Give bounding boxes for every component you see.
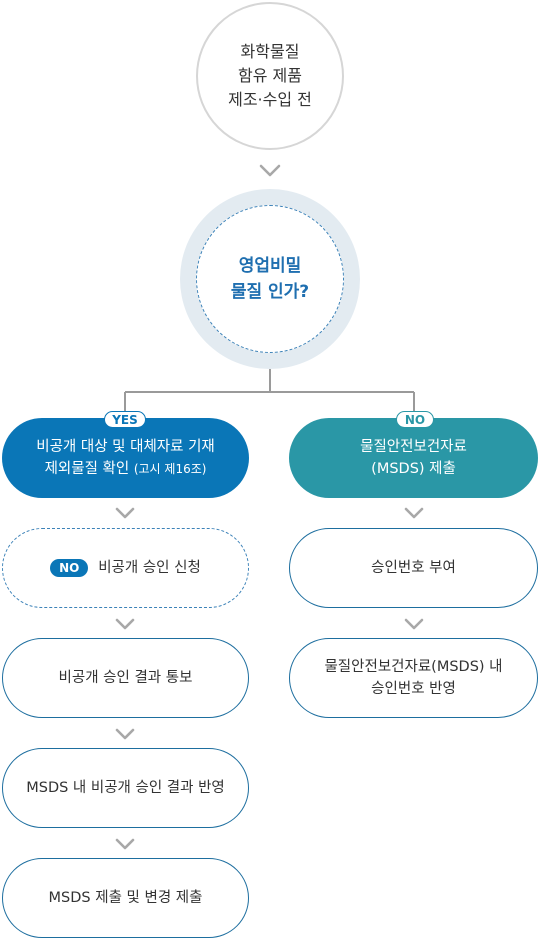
left-step5-label: MSDS 제출 및 변경 제출 (48, 890, 203, 906)
right-step2-box: 승인번호 부여 (289, 528, 538, 608)
split-connector (124, 369, 415, 412)
right-step1-line1: 물질안전보건자료 (360, 439, 467, 455)
left-step1-line2-main: 제외물질 확인 (44, 461, 130, 477)
right-step3-line1: 물질안전보건자료(MSDS) 내 (324, 659, 503, 675)
start-circle: 화학물질 함유 제품 제조·수입 전 (196, 2, 344, 150)
chevron-down-icon (404, 507, 424, 519)
left-step5-box: MSDS 제출 및 변경 제출 (2, 858, 249, 938)
chevron-down-icon (259, 164, 281, 177)
chevron-down-icon (115, 618, 135, 630)
right-step3-box: 물질안전보건자료(MSDS) 내 승인번호 반영 (289, 638, 538, 718)
chevron-down-icon (115, 728, 135, 740)
left-step2-box: NO 비공개 승인 신청 (2, 528, 249, 608)
left-step3-box: 비공개 승인 결과 통보 (2, 638, 249, 718)
chevron-down-icon (115, 507, 135, 519)
decision-line1: 영업비밀 (238, 256, 302, 276)
start-circle-line1: 화학물질 (240, 42, 300, 61)
no-badge-inline: NO (50, 559, 89, 577)
left-step1-box: 비공개 대상 및 대체자료 기재 제외물질 확인 (고시 제16조) (2, 418, 249, 498)
chevron-down-icon (115, 838, 135, 850)
left-step1-line2-small: (고시 제16조) (133, 462, 207, 476)
decision-circle: 영업비밀 물질 인가? (196, 205, 344, 353)
left-step1-line2: 제외물질 확인 (고시 제16조) (45, 458, 207, 480)
left-step2-label: 비공개 승인 신청 (98, 560, 201, 576)
left-step1-line1: 비공개 대상 및 대체자료 기재 (36, 439, 215, 455)
start-circle-line2: 함유 제품 (238, 66, 302, 85)
yes-badge: YES (104, 411, 146, 428)
left-step4-box: MSDS 내 비공개 승인 결과 반영 (2, 748, 249, 828)
right-step2-label: 승인번호 부여 (371, 560, 456, 576)
no-badge: NO (396, 411, 434, 428)
decision-line2: 물질 인가? (230, 282, 310, 302)
left-step3-label: 비공개 승인 결과 통보 (58, 670, 193, 686)
right-step3-line2: 승인번호 반영 (371, 681, 456, 697)
right-step1-box: 물질안전보건자료 (MSDS) 제출 (289, 418, 538, 498)
start-circle-line3: 제조·수입 전 (228, 90, 312, 109)
left-step4-label: MSDS 내 비공개 승인 결과 반영 (26, 780, 225, 796)
right-step1-line2: (MSDS) 제출 (371, 461, 456, 477)
chevron-down-icon (404, 618, 424, 630)
